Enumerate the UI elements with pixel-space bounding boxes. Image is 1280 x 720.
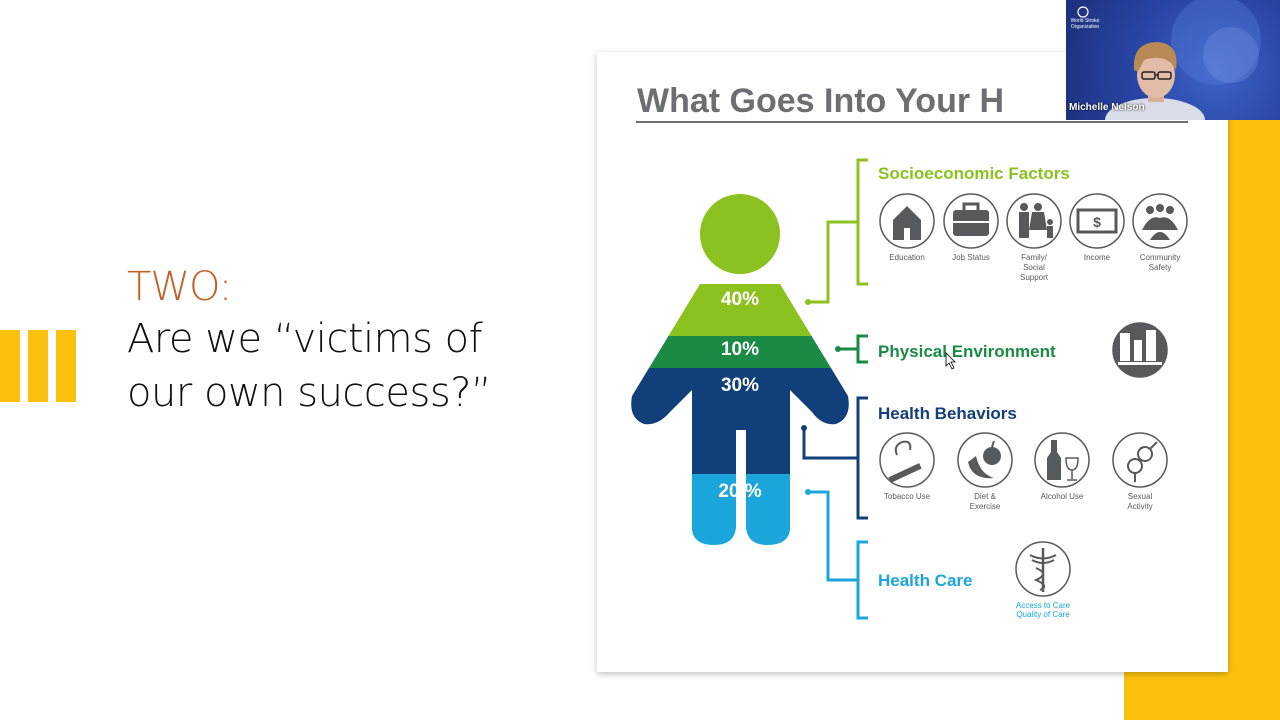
label-physical: Physical Environment — [878, 342, 1056, 361]
health-factors-infographic: What Goes Into Your H 40% 10% 30% 20 % — [597, 52, 1228, 672]
percent-care: 20 % — [718, 481, 761, 502]
family-icon — [1006, 193, 1062, 249]
slide-text: TWO: Are we “victims of our own success?… — [127, 262, 492, 420]
money-icon: $ — [1069, 193, 1125, 249]
decorative-stripes — [0, 330, 80, 402]
person-figure: 40% 10% 30% 20 % — [631, 194, 849, 545]
caption-family-3: Support — [1020, 273, 1049, 282]
caption-community-1: Community — [1140, 253, 1180, 262]
cigarette-icon — [879, 432, 935, 488]
city-icon — [1112, 322, 1168, 378]
label-behaviors: Health Behaviors — [878, 404, 1017, 423]
slide-question-line2: our own success?” — [127, 370, 492, 416]
svg-text:$: $ — [1093, 214, 1101, 230]
briefcase-icon — [943, 193, 999, 249]
label-socioeconomic: Socioeconomic Factors — [878, 164, 1070, 183]
behavior-icons — [879, 432, 1168, 488]
socioeconomic-captions: Education Job Status Family/ Social Supp… — [889, 253, 1180, 282]
participant-name: Michelle Nelson — [1069, 102, 1145, 113]
slide-question-line1: Are we “victims of — [127, 316, 483, 362]
caption-income: Income — [1084, 253, 1111, 262]
percent-behaviors: 30% — [721, 375, 759, 396]
caduceus-icon — [1015, 541, 1071, 597]
figure-head — [700, 194, 780, 274]
participant-video-tile[interactable]: World Stroke Organization Michelle Nelso… — [1066, 0, 1280, 120]
caption-diet-2: Exercise — [970, 502, 1001, 511]
slide-heading: TWO: — [127, 264, 232, 310]
bottle-icon — [1034, 432, 1090, 488]
organization-logo-icon — [1077, 6, 1089, 18]
care-captions: Access to Care Quality of Care — [1016, 601, 1071, 619]
caption-family-2: Social — [1023, 263, 1045, 272]
infographic-title: What Goes Into Your H — [637, 82, 1004, 120]
caption-community-2: Safety — [1149, 263, 1172, 272]
caption-family-1: Family/ — [1021, 253, 1048, 262]
caption-education: Education — [889, 253, 925, 262]
school-icon — [879, 193, 935, 249]
caption-access: Access to Care — [1016, 601, 1071, 610]
behavior-captions: Tobacco Use Diet & Exercise Alcohol Use … — [884, 492, 1153, 511]
caption-alcohol: Alcohol Use — [1041, 492, 1084, 501]
gender-icon — [1112, 432, 1168, 488]
caption-sexual-1: Sexual — [1128, 492, 1153, 501]
community-icon — [1132, 193, 1188, 249]
caption-sexual-2: Activity — [1127, 502, 1152, 511]
mouse-cursor-icon — [945, 352, 956, 370]
fruit-icon — [957, 432, 1013, 488]
organization-logo-text: World Stroke Organization — [1070, 18, 1100, 30]
percent-physical: 10% — [721, 339, 759, 360]
connector-lines — [801, 158, 868, 620]
caption-diet-1: Diet & — [974, 492, 996, 501]
label-care: Health Care — [878, 571, 972, 590]
caption-job-status: Job Status — [952, 253, 990, 262]
socioeconomic-icons: $ — [879, 193, 1188, 249]
participant-video-feed — [1077, 0, 1261, 120]
caption-tobacco: Tobacco Use — [884, 492, 931, 501]
caption-quality: Quality of Care — [1016, 610, 1070, 619]
percent-socioeconomic: 40% — [721, 289, 759, 310]
